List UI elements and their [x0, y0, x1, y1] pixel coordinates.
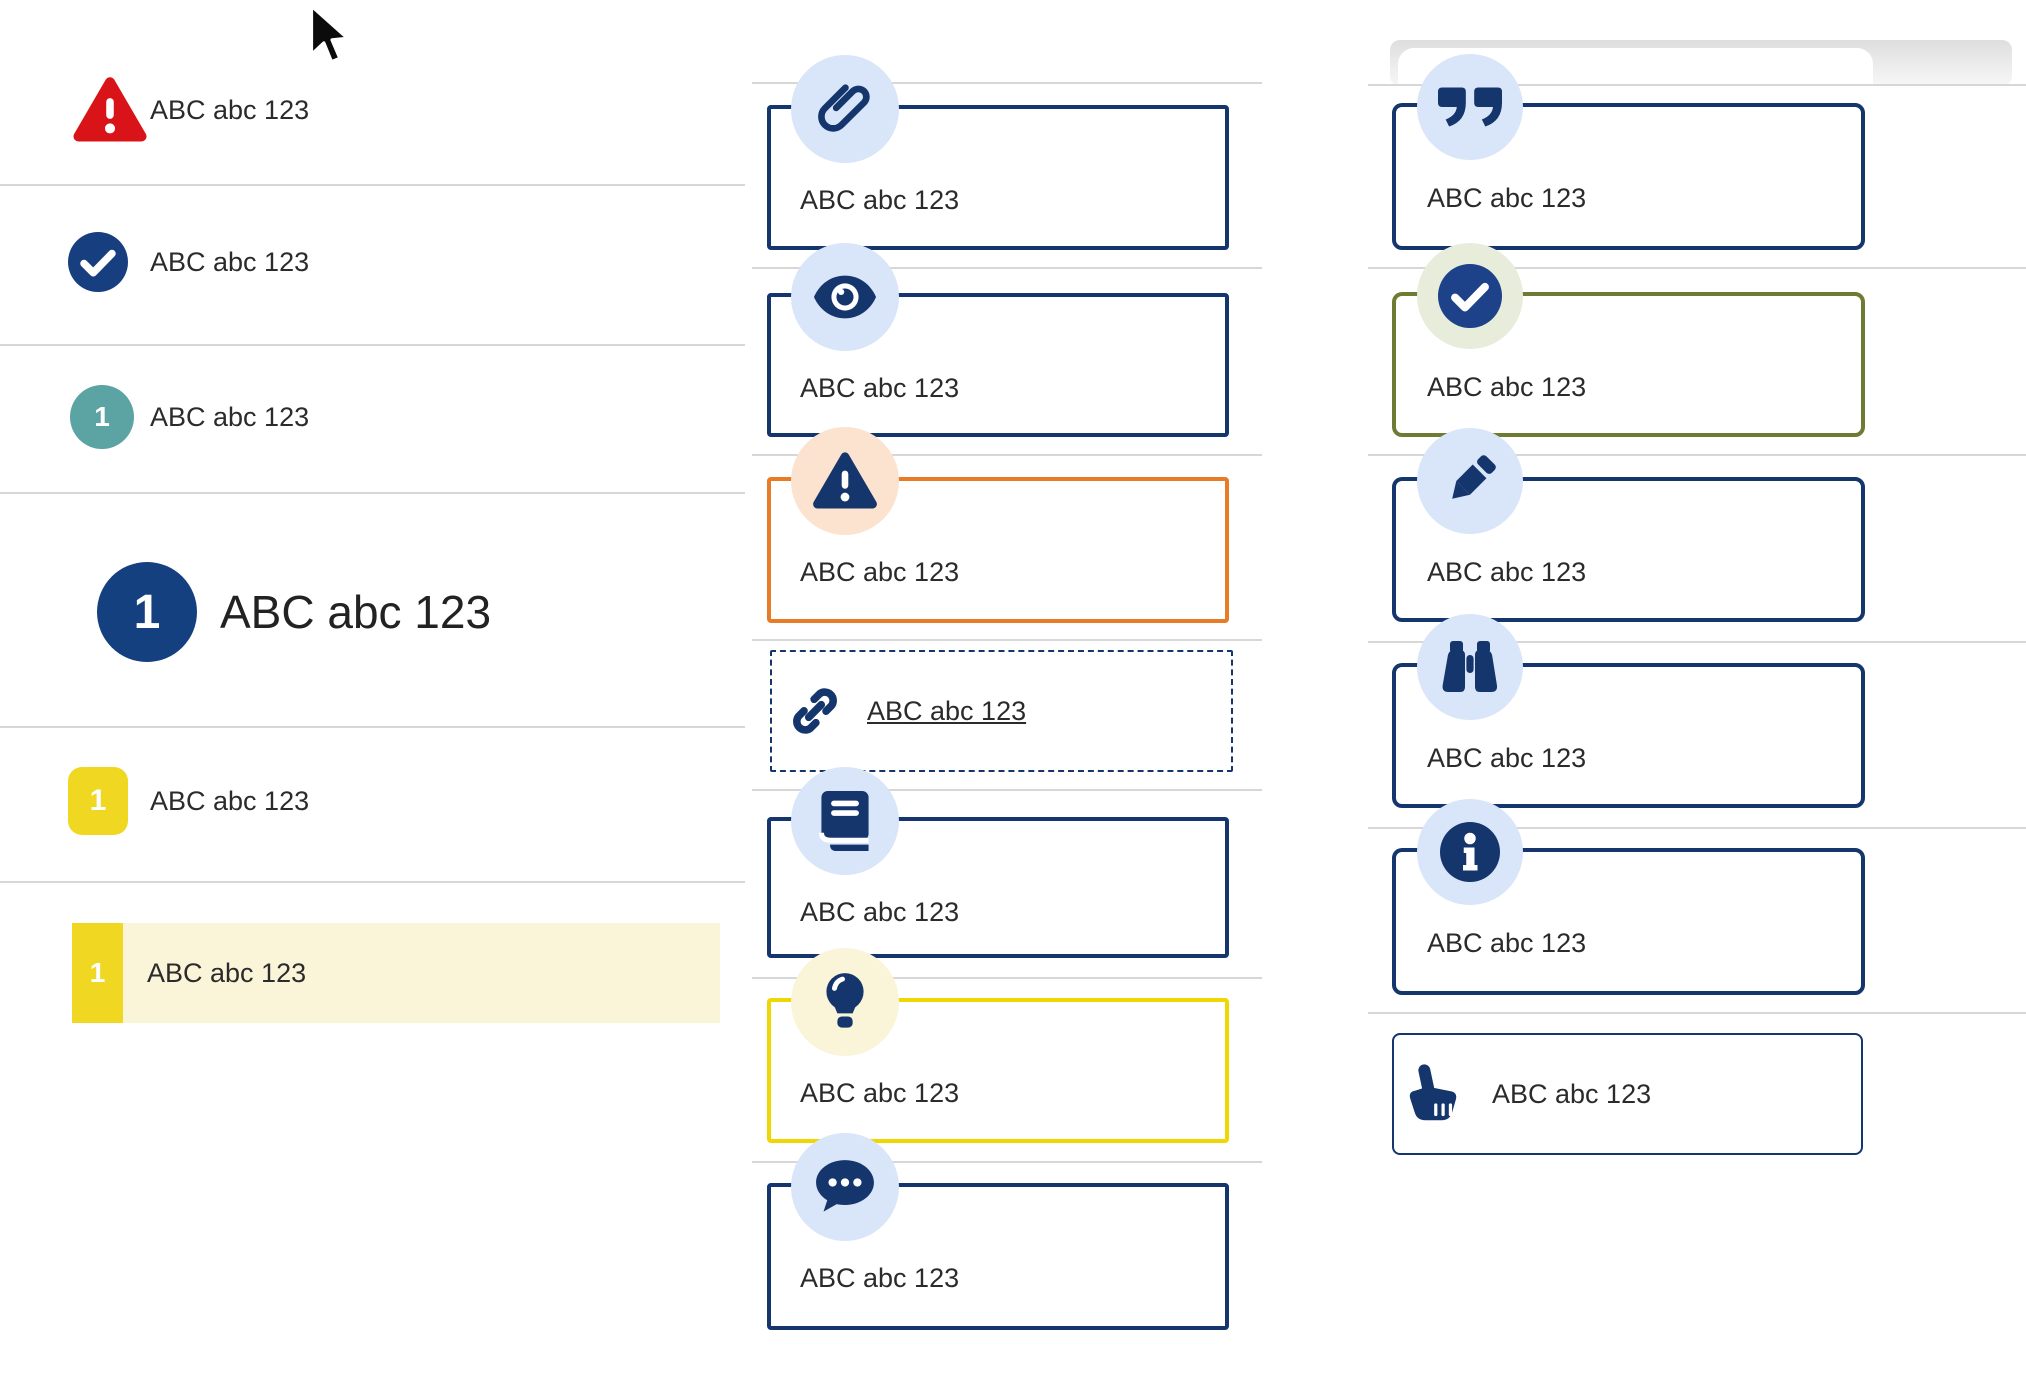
- book-icon: [791, 767, 899, 875]
- callout-box-action: [1392, 1033, 1863, 1155]
- callout-label: ABC abc 123: [1427, 557, 1587, 587]
- divider: [1368, 641, 2026, 643]
- callout-box-reference: [767, 817, 1229, 958]
- paperclip-icon: [791, 55, 899, 163]
- badge-number: 1: [89, 957, 106, 988]
- divider: [0, 184, 745, 186]
- hand-pointer-icon: [1406, 1060, 1464, 1128]
- callout-link-text[interactable]: ABC abc 123: [867, 696, 1027, 726]
- divider: [752, 454, 1262, 456]
- callout-label: ABC abc 123: [800, 185, 960, 215]
- numbered-badge-large-navy: 1: [97, 562, 197, 662]
- numbered-badge-yellow: 1: [68, 767, 128, 835]
- divider: [1368, 827, 2026, 829]
- quote-icon: [1417, 54, 1523, 160]
- callout-label: ABC abc 123: [1492, 1079, 1652, 1109]
- binoculars-icon: [1417, 614, 1523, 720]
- callout-label: ABC abc 123: [1427, 928, 1587, 958]
- divider: [752, 789, 1262, 791]
- callout-label: ABC abc 123: [800, 1078, 960, 1108]
- divider: [0, 726, 745, 728]
- divider: [1368, 1012, 2026, 1014]
- divider: [752, 267, 1262, 269]
- list-item-label: ABC abc 123: [150, 786, 310, 816]
- mouse-cursor-icon: [308, 4, 350, 68]
- callout-label: ABC abc 123: [800, 1263, 960, 1293]
- callout-label: ABC abc 123: [800, 897, 960, 927]
- highlighted-list-row: [72, 923, 720, 1023]
- callout-label: ABC abc 123: [800, 373, 960, 403]
- divider: [0, 492, 745, 494]
- callout-label: ABC abc 123: [1427, 743, 1587, 773]
- badge-number: 1: [94, 401, 110, 432]
- divider: [752, 1161, 1262, 1163]
- divider: [752, 639, 1262, 641]
- callout-box-link[interactable]: [770, 650, 1233, 772]
- divider: [1368, 84, 2026, 86]
- callout-label: ABC abc 123: [1427, 183, 1587, 213]
- divider: [1368, 454, 2026, 456]
- callout-box-visibility: [767, 293, 1229, 437]
- list-item-label: ABC abc 123: [150, 247, 310, 277]
- divider: [0, 344, 745, 346]
- list-item-label: ABC abc 123: [150, 95, 310, 125]
- lightbulb-icon: [791, 948, 899, 1056]
- divider: [0, 881, 745, 883]
- link-icon: [788, 679, 842, 743]
- badge-number: 1: [89, 784, 107, 817]
- chat-icon: [791, 1133, 899, 1241]
- divider: [752, 977, 1262, 979]
- check-circle-icon: [1417, 243, 1523, 349]
- divider: [752, 82, 1262, 84]
- warning-icon: [791, 427, 899, 535]
- callout-box-warning: [767, 477, 1229, 623]
- numbered-badge-teal: 1: [70, 385, 134, 449]
- callout-label: ABC abc 123: [1427, 372, 1587, 402]
- check-circle-icon: [68, 232, 128, 292]
- alert-triangle-icon: [72, 76, 148, 144]
- badge-number: 1: [133, 585, 161, 639]
- list-item-label: ABC abc 123: [150, 402, 310, 432]
- pencil-icon: [1417, 428, 1523, 534]
- info-icon: [1417, 799, 1523, 905]
- list-item-label: ABC abc 123: [147, 958, 307, 988]
- callout-label: ABC abc 123: [800, 557, 960, 587]
- divider: [1368, 267, 2026, 269]
- eye-icon: [791, 243, 899, 351]
- numbered-badge-yellow-bar: 1: [72, 923, 123, 1023]
- list-item-heading: ABC abc 123: [220, 586, 492, 638]
